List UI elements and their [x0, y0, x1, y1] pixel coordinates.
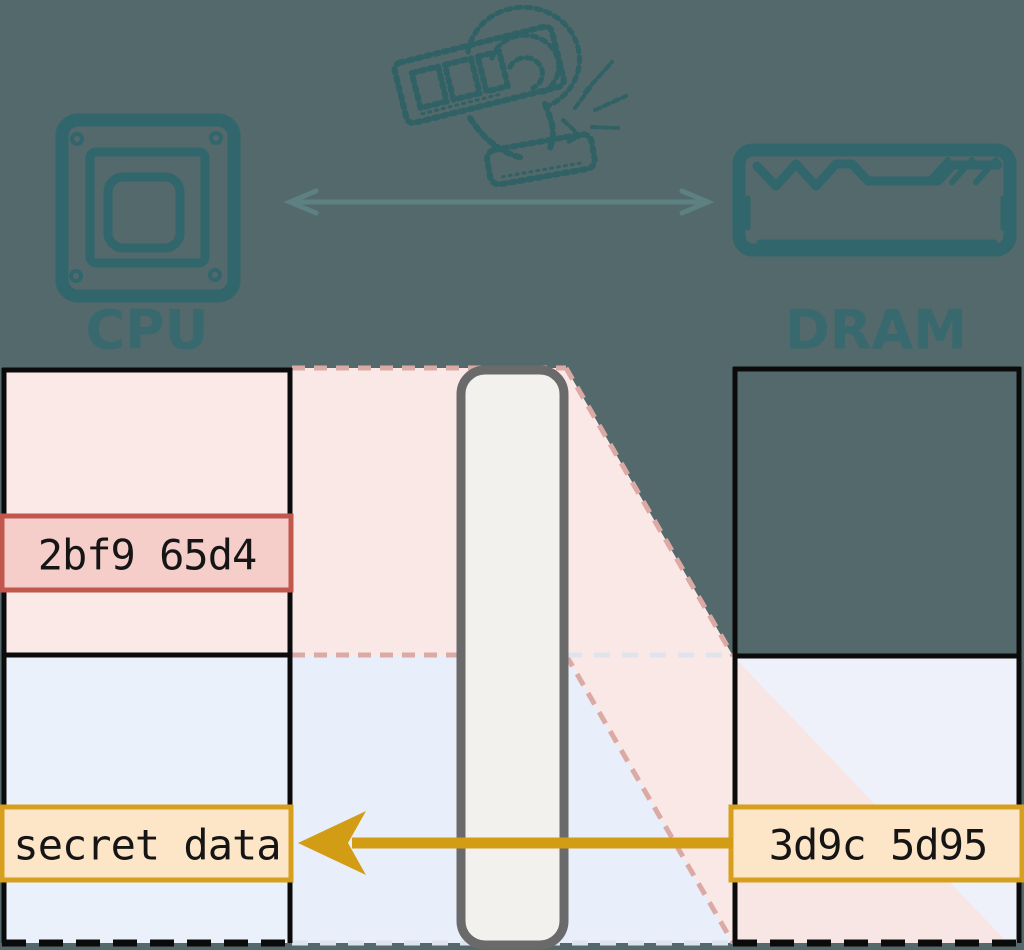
isolation-barrier [456, 365, 569, 950]
pink-mapping-band [292, 368, 733, 943]
dram-highlight-row [728, 804, 1024, 883]
dram-address-space: 3d9c 5d95 [728, 366, 1024, 947]
cpu-highlight-row-label: 2bf9 65d4 [38, 531, 257, 580]
dram-module-icon [732, 143, 1017, 257]
cpu-dram-bus-arrow [283, 188, 715, 216]
secret-data-arrowhead [298, 811, 366, 875]
cpu-chip-icon [55, 113, 241, 303]
secret-data-arrow [298, 811, 733, 875]
cpu-highlight-row [0, 513, 294, 593]
light-dashed-edges [292, 652, 733, 946]
cpu-secret-row [0, 804, 294, 883]
cpu-secret-row-label: secret data [13, 821, 280, 870]
cpu-label: CPU [85, 299, 208, 362]
hammer-smashing-device-icon [391, 4, 628, 188]
cpu-pink-region [4, 370, 290, 655]
dram-highlight-row-label: 3d9c 5d95 [769, 821, 988, 870]
dram-label: DRAM [785, 299, 967, 362]
cpu-blue-region [4, 655, 290, 943]
cpu-address-space: 2bf9 65d4 [0, 367, 294, 947]
